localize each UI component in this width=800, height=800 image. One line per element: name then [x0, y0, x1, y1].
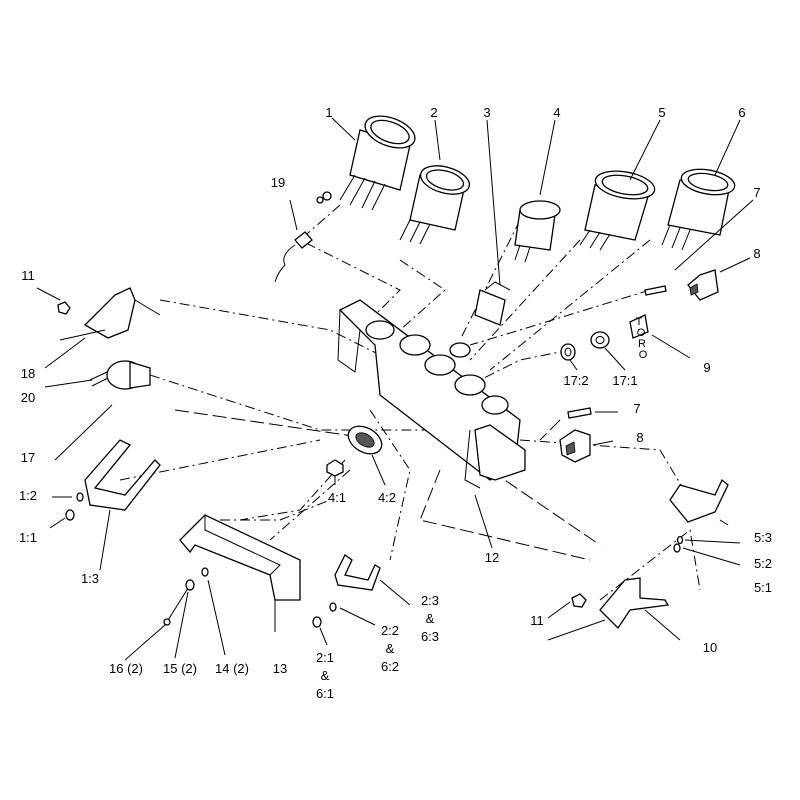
gauge-3-relay [474, 281, 511, 326]
label-2-2: 2:2 [381, 623, 399, 638]
label-1-2: 1:2 [19, 488, 37, 503]
label-12: 12 [485, 550, 499, 565]
gauge-5 [579, 170, 656, 251]
gauge-2 [399, 165, 471, 245]
washer-2-2 [329, 602, 337, 612]
nut-11-left [57, 301, 71, 315]
spacer-2-1 [312, 616, 322, 628]
label-8-upper: 8 [753, 246, 760, 261]
brand-letter-r: R [638, 338, 646, 350]
label-4-1: 4:1 [328, 490, 346, 505]
knob-8-lower [559, 429, 591, 463]
washer-17-2 [560, 343, 576, 361]
label-2: 2 [430, 105, 437, 120]
bracket-2-3 [334, 554, 381, 591]
bolt-7-upper [644, 285, 667, 296]
spacer-1-1 [65, 509, 75, 521]
label-18: 18 [21, 366, 35, 381]
nut-11-right [571, 593, 587, 608]
label-6-1: 6:1 [316, 686, 334, 701]
gauge-4 [514, 200, 561, 263]
label-1: 1 [325, 105, 332, 120]
label-16: 16 (2) [109, 661, 143, 676]
ignition-key-9 [629, 314, 649, 339]
brand-letter-o1: O [637, 327, 646, 339]
brand-mark-toro: T O R O [636, 316, 648, 361]
label-2-3: 2:3 [421, 593, 439, 608]
label-20: 20 [21, 390, 35, 405]
label-4: 4 [553, 105, 560, 120]
label-13: 13 [273, 661, 287, 676]
label-3: 3 [483, 105, 490, 120]
nut-17-1 [590, 331, 610, 349]
label-6-2: 6:2 [381, 659, 399, 674]
label-17-2: 17:2 [563, 373, 588, 388]
washer-5-2 [676, 535, 684, 545]
bulb-socket-19 [274, 231, 313, 283]
choke-lever-10 [547, 577, 670, 641]
label-4-2: 4:2 [378, 490, 396, 505]
label-14: 14 (2) [215, 661, 249, 676]
screw-16 [163, 584, 191, 626]
label-2-2-amp: & [386, 641, 395, 656]
spacer-5-1 [673, 543, 681, 553]
label-2-1: 2:1 [316, 650, 334, 665]
label-1-1: 1:1 [19, 530, 37, 545]
brand-letter-o2: O [639, 349, 648, 361]
callout-leaders [36, 117, 754, 661]
label-9: 9 [703, 360, 710, 375]
nut-4-1 [326, 459, 344, 477]
assembly-lines [119, 204, 701, 601]
handle-13 [179, 514, 301, 601]
label-11-left: 11 [21, 268, 35, 283]
gauge-1 [316, 115, 416, 211]
label-2-3-amp: & [426, 611, 435, 626]
bracket-1-3 [84, 439, 161, 511]
label-15: 15 (2) [163, 661, 197, 676]
label-1-3: 1:3 [81, 571, 99, 586]
label-6: 6 [738, 105, 745, 120]
label-19: 19 [271, 175, 285, 190]
label-5-2: 5:2 [754, 556, 772, 571]
label-5: 5 [658, 105, 665, 120]
callout-labels: 1 2 3 4 5 6 7 8 9 17:1 17:2 7 8 12 10 11… [19, 105, 772, 701]
label-10: 10 [703, 640, 717, 655]
label-7-lower: 7 [633, 401, 640, 416]
throttle-lever-18 [59, 287, 161, 341]
label-5-1: 5:1 [754, 580, 772, 595]
control-panel-12 [337, 299, 526, 489]
label-5-3: 5:3 [754, 530, 772, 545]
washer-15 [185, 579, 195, 591]
bracket-5-3 [669, 478, 729, 523]
bolt-7-lower [567, 407, 592, 419]
label-17: 17 [21, 450, 35, 465]
bezel-4-2 [347, 425, 383, 455]
label-8-lower: 8 [636, 430, 643, 445]
ignition-switch-20 [89, 360, 151, 390]
brand-letter-t: T [636, 316, 643, 328]
label-7-upper: 7 [753, 185, 760, 200]
label-2-1-amp: & [321, 668, 330, 683]
knob-8-upper [687, 269, 719, 301]
washer-14 [201, 567, 209, 577]
label-6-3: 6:3 [421, 629, 439, 644]
label-17-1: 17:1 [612, 373, 637, 388]
label-11-right: 11 [530, 613, 544, 628]
gauge-6 [661, 168, 736, 251]
washer-1-2 [76, 492, 84, 502]
